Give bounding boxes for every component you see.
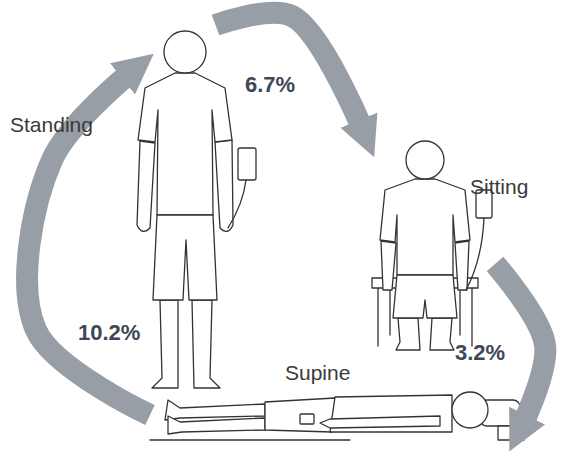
posture-node: Supine — [150, 385, 520, 445]
posture-node: Standing — [135, 25, 250, 390]
standing-figure — [137, 31, 256, 388]
supine-figure — [150, 392, 524, 440]
percentage-label: 10.2% — [78, 320, 140, 346]
posture-label: Standing — [10, 113, 93, 137]
sitting-figure — [372, 141, 492, 350]
posture-label: Sitting — [470, 175, 528, 199]
posture-label: Supine — [285, 361, 350, 385]
percentage-label: 6.7% — [245, 72, 295, 98]
transition-arrow — [216, 13, 366, 135]
posture-node: Sitting — [365, 135, 495, 350]
percentage-label: 3.2% — [455, 340, 505, 366]
